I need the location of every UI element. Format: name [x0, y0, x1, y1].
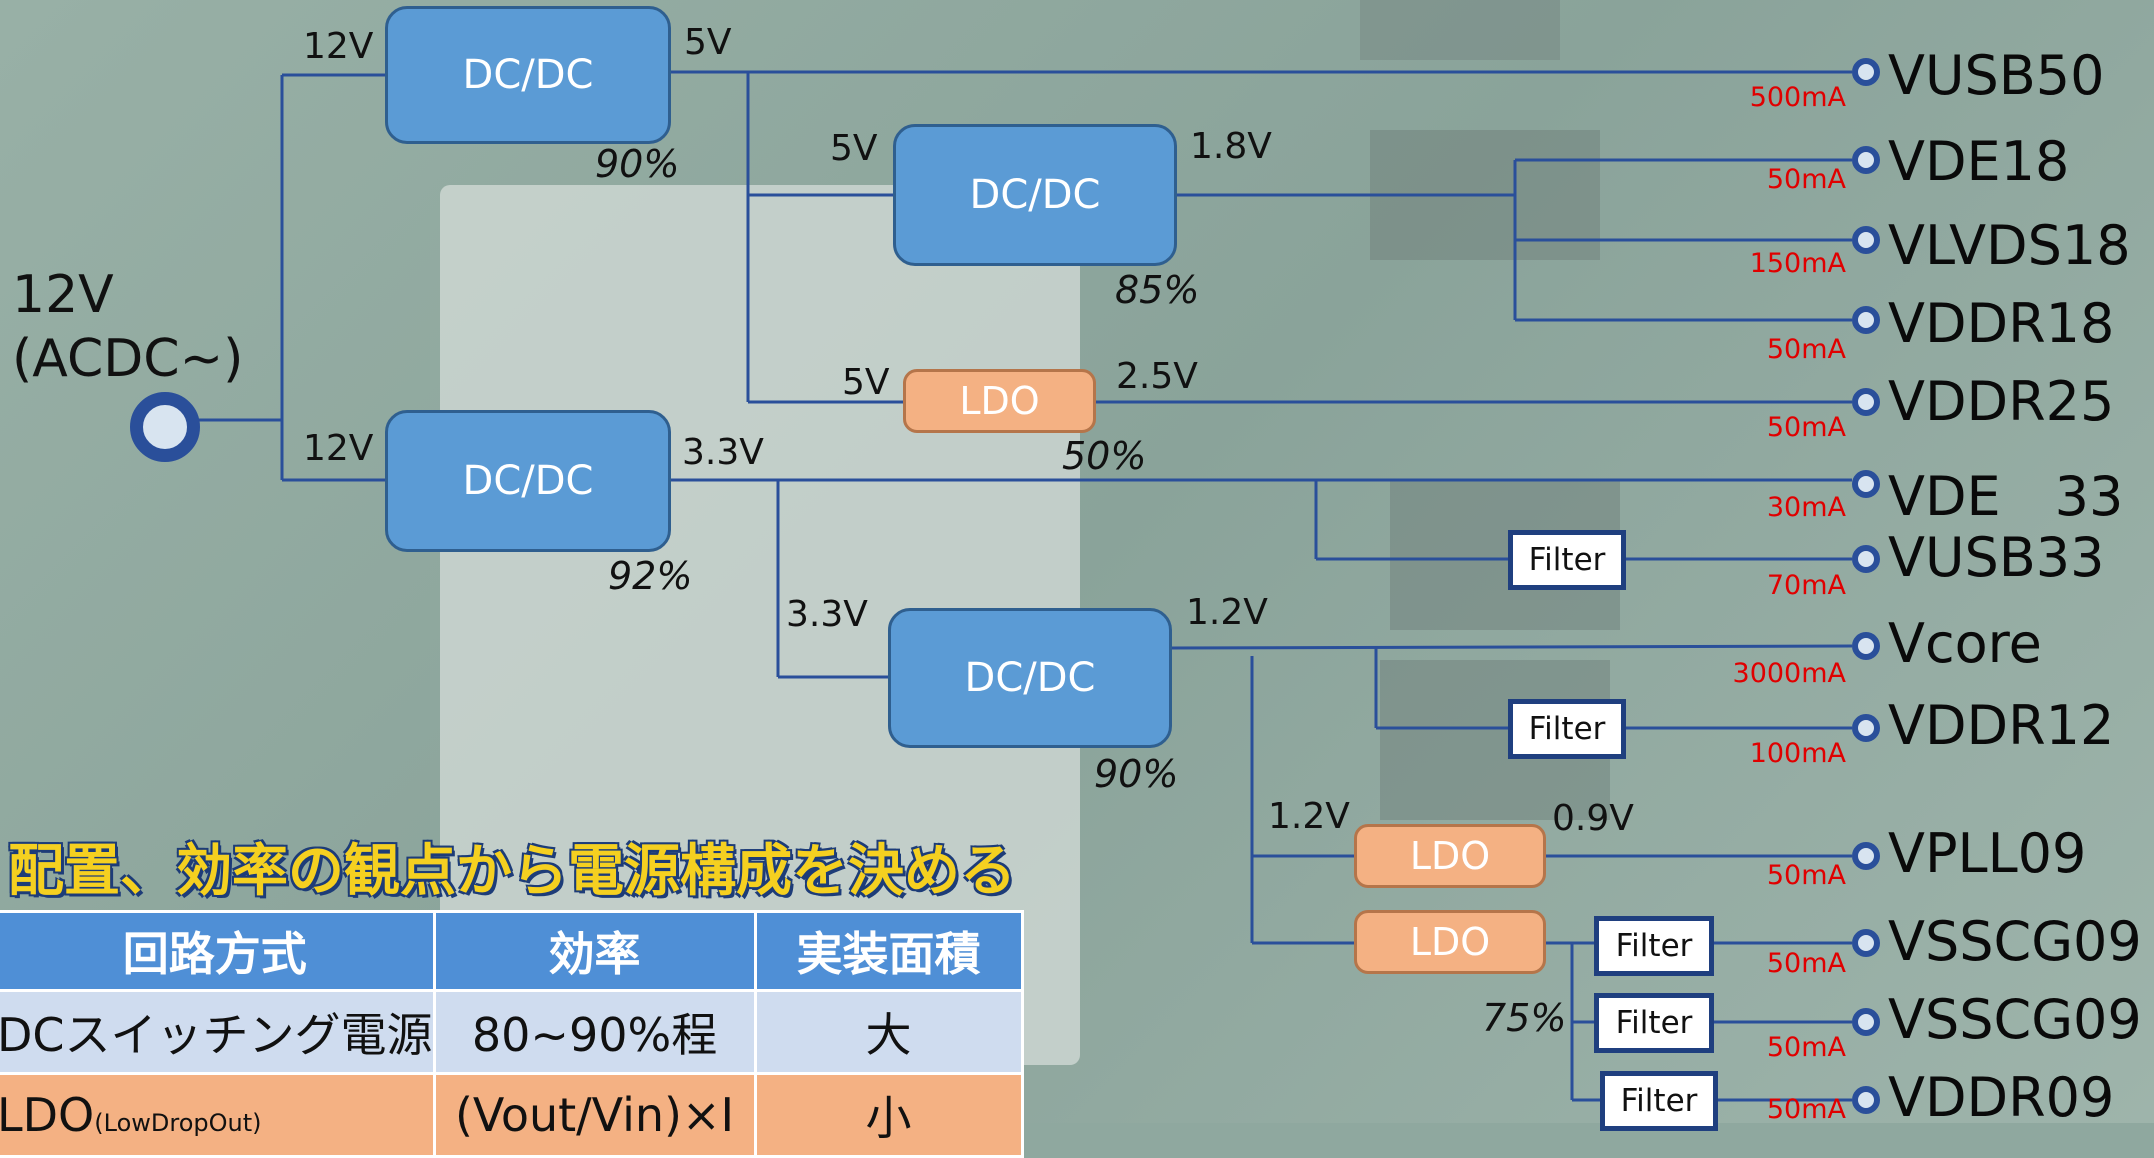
rail-terminal-icon: [1852, 146, 1880, 174]
rail-current: 50mA: [1766, 164, 1846, 195]
dcdc3-efficiency: 85%: [1115, 268, 1200, 312]
filter-vusb33: Filter: [1508, 530, 1626, 590]
table-header: 実装面積: [753, 910, 1024, 992]
rail-current: 50mA: [1766, 860, 1846, 891]
comparison-table: 回路方式 効率 実装面積 DCスイッチング電源 80~90%程 大 LDO(Lo…: [0, 910, 1024, 1158]
rail-current: 50mA: [1766, 1032, 1846, 1063]
table-header: 回路方式: [0, 910, 436, 992]
rail-name: VUSB50: [1888, 44, 2105, 107]
ldo1-vout: 2.5V: [1116, 356, 1198, 397]
rail-terminal-icon: [1852, 1086, 1880, 1114]
table-header-row: 回路方式 効率 実装面積: [0, 910, 1024, 992]
filter-vsscg09-a: Filter: [1594, 916, 1714, 976]
rail-name: VLVDS18: [1888, 214, 2131, 277]
filter-vddr12: Filter: [1508, 699, 1626, 759]
table-row: LDO(LowDropOut) (Vout/Vin)×I 小: [0, 1072, 1024, 1158]
dcdc-converter-1: DC/DC: [385, 6, 671, 144]
input-connector-icon: [130, 392, 200, 462]
rail-terminal-icon: [1852, 226, 1880, 254]
dcdc1-efficiency: 90%: [595, 142, 680, 186]
rail-name: VSSCG09: [1888, 988, 2142, 1051]
rail-terminal-icon: [1852, 545, 1880, 573]
table-cell: (Vout/Vin)×I: [432, 1072, 757, 1158]
rail-terminal-icon: [1852, 470, 1880, 498]
rail-terminal-icon: [1852, 632, 1880, 660]
rail-terminal-icon: [1852, 714, 1880, 742]
table-cell-ldo-note: (LowDropOut): [94, 1109, 262, 1137]
rail-terminal-icon: [1852, 388, 1880, 416]
dcdc-converter-3: DC/DC: [893, 124, 1177, 266]
rail-name: VDE18: [1888, 130, 2070, 193]
rail-current: 3000mA: [1732, 658, 1846, 689]
rail-name: Vcore: [1888, 612, 2042, 675]
input-source-label: (ACDC~): [12, 329, 244, 389]
rail-current: 100mA: [1749, 738, 1846, 769]
rail-name: VUSB33: [1888, 526, 2105, 589]
dcdc2-efficiency: 92%: [608, 554, 693, 598]
rail-current: 70mA: [1766, 570, 1846, 601]
filter-vsscg09-b: Filter: [1594, 993, 1714, 1053]
ldo3-efficiency: 75%: [1482, 996, 1567, 1040]
rail-current: 150mA: [1749, 248, 1846, 279]
ldo1-vin: 5V: [842, 362, 890, 403]
rail-terminal-icon: [1852, 1008, 1880, 1036]
table-row: DCスイッチング電源 80~90%程 大: [0, 989, 1024, 1075]
rail-name: VSSCG09: [1888, 910, 2142, 973]
dcdc3-vout: 1.8V: [1190, 126, 1272, 167]
ldo-regulator-2: LDO: [1354, 824, 1546, 888]
rail-name: VDDR09: [1888, 1066, 2115, 1129]
dcdc4-vout: 1.2V: [1186, 592, 1268, 633]
ldo2-vout: 0.9V: [1552, 798, 1634, 839]
wiring: [160, 70, 1853, 1102]
table-cell: 80~90%程: [432, 989, 757, 1075]
table-header: 効率: [432, 910, 757, 992]
rail-terminal-icon: [1852, 306, 1880, 334]
dcdc2-vout: 3.3V: [682, 432, 764, 473]
dcdc4-vin: 3.3V: [786, 594, 868, 635]
table-cell: 小: [753, 1072, 1024, 1158]
board-component: [1360, 0, 1560, 60]
table-cell-ldo: LDO(LowDropOut): [0, 1072, 436, 1158]
table-cell-ldo-label: LDO: [0, 1088, 95, 1142]
dcdc-converter-2: DC/DC: [385, 410, 671, 552]
table-cell: 大: [753, 989, 1024, 1075]
rail-name: VDDR12: [1888, 694, 2115, 757]
rail-terminal-icon: [1852, 842, 1880, 870]
rail-current: 50mA: [1766, 948, 1846, 979]
rail-current: 50mA: [1766, 1094, 1846, 1125]
input-voltage-label: 12V: [12, 265, 114, 325]
dcdc1-vout: 5V: [684, 22, 732, 63]
rail-name: VDDR25: [1888, 370, 2115, 433]
ldo1-efficiency: 50%: [1062, 434, 1147, 478]
ldo2-vin: 1.2V: [1268, 796, 1350, 837]
rail-terminal-icon: [1852, 58, 1880, 86]
dcdc-converter-4: DC/DC: [888, 608, 1172, 748]
rail-terminal-icon: [1852, 929, 1880, 957]
dcdc2-vin: 12V: [303, 428, 374, 469]
dcdc3-vin: 5V: [830, 128, 878, 169]
rail-current: 50mA: [1766, 412, 1846, 443]
rail-current: 500mA: [1749, 82, 1846, 113]
table-cell: DCスイッチング電源: [0, 989, 436, 1075]
dcdc4-efficiency: 90%: [1094, 752, 1179, 796]
section-heading: 配置、効率の観点から電源構成を決める: [8, 839, 1016, 904]
dcdc1-vin: 12V: [303, 26, 374, 67]
rail-name: VDE 33: [1888, 465, 2124, 528]
ldo-regulator-1: LDO: [903, 369, 1096, 433]
rail-name: VDDR18: [1888, 292, 2115, 355]
filter-vddr09: Filter: [1600, 1071, 1718, 1131]
rail-current: 30mA: [1766, 492, 1846, 523]
ldo-regulator-3: LDO: [1354, 910, 1546, 974]
rail-name: VPLL09: [1888, 822, 2087, 885]
rail-current: 50mA: [1766, 334, 1846, 365]
